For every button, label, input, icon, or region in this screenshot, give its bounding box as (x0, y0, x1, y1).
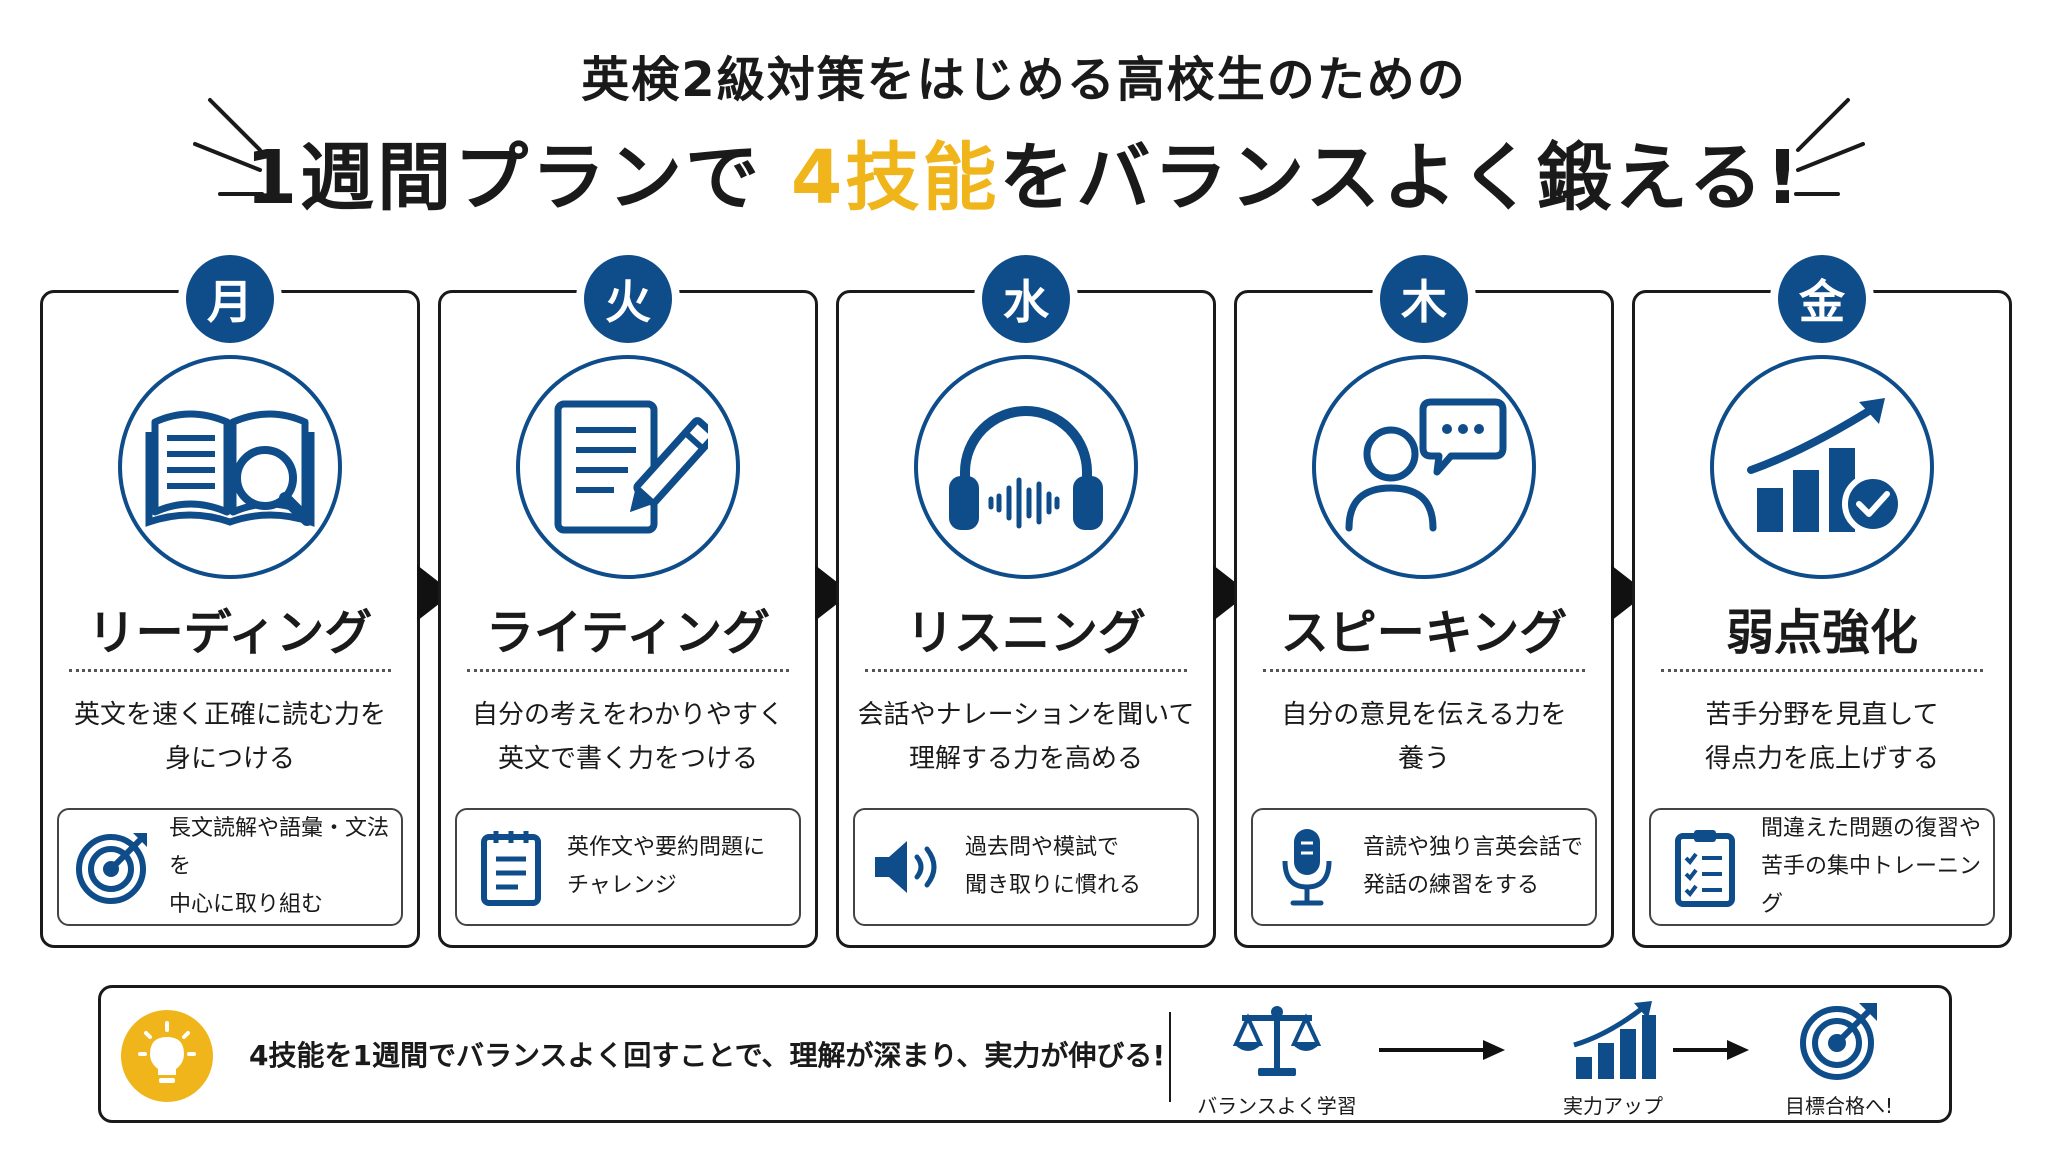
page-subtitle: 英検2級対策をはじめる高校生のための (581, 52, 1467, 108)
day-card-thursday: 木 スピーキング 自分の意見を伝える力を 養う 音読や独り言英 (1234, 247, 1614, 948)
tip-text: 長文読解や語彙・文法を 中心に取り組む (169, 810, 401, 924)
flow-arrow-icon (1673, 1040, 1749, 1060)
flow-label: バランスよく学習 (1197, 1094, 1357, 1118)
icon-circle (1710, 355, 1934, 579)
title-suffix: をバランスよく鍛える! (999, 135, 1803, 221)
tip-text: 英作文や要約問題に チャレンジ (567, 829, 765, 905)
tip-line: 間違えた問題の復習や (1761, 816, 1982, 841)
icon-circle (914, 355, 1138, 579)
tip-line: 聞き取りに慣れる (965, 873, 1142, 898)
tip-box: 長文読解や語彙・文法を 中心に取り組む (57, 808, 403, 926)
day-badge: 月 (178, 247, 282, 351)
description-line: 自分の意見を伝える力を (1281, 700, 1567, 730)
left-burst-icon (193, 98, 264, 196)
headphones-icon (949, 406, 1103, 530)
vertical-divider (1169, 1012, 1171, 1102)
balance-scale-icon (1232, 1006, 1322, 1076)
tip-box: 音読や独り言英会話で 発話の練習をする (1251, 808, 1597, 926)
document-pencil-icon (554, 400, 708, 534)
icon-circle (1312, 355, 1536, 579)
day-badge: 水 (974, 247, 1078, 351)
day-badge: 火 (576, 247, 680, 351)
skill-description: 会話やナレーションを聞いて 理解する力を高める (849, 693, 1203, 781)
description-line: 英文で書く力をつける (497, 744, 758, 774)
checklist-icon (1665, 827, 1745, 907)
description-line: 養う (1397, 744, 1450, 774)
divider (1661, 669, 1983, 672)
day-card-monday: 月 リーディング 英文を速く正確に読む力を 身につける (40, 247, 420, 948)
icon-circle (118, 355, 342, 579)
divider (1263, 669, 1585, 672)
day-card-friday: 金 弱点強化 苦手分野を見直して 得点力を底上げする (1632, 247, 2012, 948)
tip-text: 間違えた問題の復習や 苦手の集中トレーニング (1761, 810, 1993, 924)
skill-name: 弱点強化 (1725, 605, 1918, 661)
tip-line: 苦手の集中トレーニング (1761, 854, 1982, 917)
flow-label: 目標合格へ! (1784, 1094, 1894, 1118)
description-line: 自分の考えをわかりやすく (471, 700, 784, 730)
description-line: 身につける (164, 744, 295, 774)
divider (865, 669, 1187, 672)
day-badge: 金 (1770, 247, 1874, 351)
tip-line: 英作文や要約問題に (567, 835, 766, 860)
skill-description: 苦手分野を見直して 得点力を底上げする (1645, 693, 1999, 781)
day-card-tuesday: 火 ライティング 自分の考えをわかりやすく 英文で書く力をつける (438, 247, 818, 948)
tip-text: 音読や独り言英会話で 発話の練習をする (1363, 829, 1583, 905)
growth-chart-check-icon (1747, 398, 1904, 535)
flow-step-improve: 実力アップ (1513, 998, 1713, 1119)
description-line: 苦手分野を見直して (1705, 700, 1939, 730)
tip-line: 中心に取り組む (169, 892, 324, 917)
tip-box: 間違えた問題の復習や 苦手の集中トレーニング (1649, 808, 1995, 926)
description-line: 英文を速く正確に読む力を (73, 700, 386, 730)
notepad-icon (471, 827, 551, 907)
divider (467, 669, 789, 672)
tip-line: 過去問や模試で (965, 835, 1120, 860)
description-line: 会話やナレーションを聞いて (857, 700, 1195, 730)
skill-name: リスニング (905, 605, 1146, 661)
tip-line: チャレンジ (567, 873, 677, 898)
tip-text: 過去問や模試で 聞き取りに慣れる (965, 829, 1141, 905)
flow-label: 実力アップ (1563, 1094, 1663, 1118)
description-line: 得点力を底上げする (1704, 744, 1939, 774)
skill-name: スピーキング (1280, 605, 1568, 661)
icon-circle (516, 355, 740, 579)
day-card-wednesday: 水 リスニング 会話やナレーションを聞いて 理解する力を高める (836, 247, 1216, 948)
summary-box: 4技能を1週間でバランスよく回すことで、理解が深まり、実力が伸びる! バランスよ… (98, 985, 1952, 1123)
description-line: 理解する力を高める (908, 744, 1143, 774)
tip-line: 長文読解や語彙・文法を (169, 816, 390, 879)
skill-name: ライティング (485, 605, 771, 661)
day-badge: 木 (1372, 247, 1476, 351)
tip-line: 音読や独り言英会話で (1363, 835, 1584, 860)
target-icon (73, 827, 153, 907)
title-prefix: 1週間プランで (245, 135, 791, 221)
target-icon (1800, 1003, 1877, 1080)
skill-name: リーディング (87, 605, 373, 661)
skill-description: 英文を速く正確に読む力を 身につける (53, 693, 407, 781)
skill-description: 自分の意見を伝える力を 養う (1247, 693, 1601, 781)
tip-box: 英作文や要約問題に チャレンジ (455, 808, 801, 926)
lightbulb-icon (121, 1010, 213, 1102)
summary-message: 4技能を1週間でバランスよく回すことで、理解が深まり、実力が伸びる! (249, 1039, 1166, 1072)
tip-line: 発話の練習をする (1363, 873, 1540, 898)
right-burst-icon (1794, 98, 1865, 196)
flow-arrow-icon (1379, 1040, 1505, 1060)
open-book-magnifier-icon (145, 410, 315, 527)
title-highlight: 4技能 (790, 135, 1000, 221)
skill-description: 自分の考えをわかりやすく 英文で書く力をつける (451, 693, 805, 781)
person-speech-bubble-icon (1345, 398, 1507, 532)
tip-box: 過去問や模試で 聞き取りに慣れる (853, 808, 1199, 926)
microphone-icon (1267, 827, 1347, 907)
page-title: 1週間プランで 4技能をバランスよく鍛える! (0, 118, 2048, 225)
divider (69, 669, 391, 672)
bar-chart-up-icon (1573, 1001, 1656, 1079)
flow-step-goal: 目標合格へ! (1739, 998, 1939, 1119)
speaker-icon (869, 827, 949, 907)
flow-step-balance: バランスよく学習 (1177, 998, 1377, 1119)
